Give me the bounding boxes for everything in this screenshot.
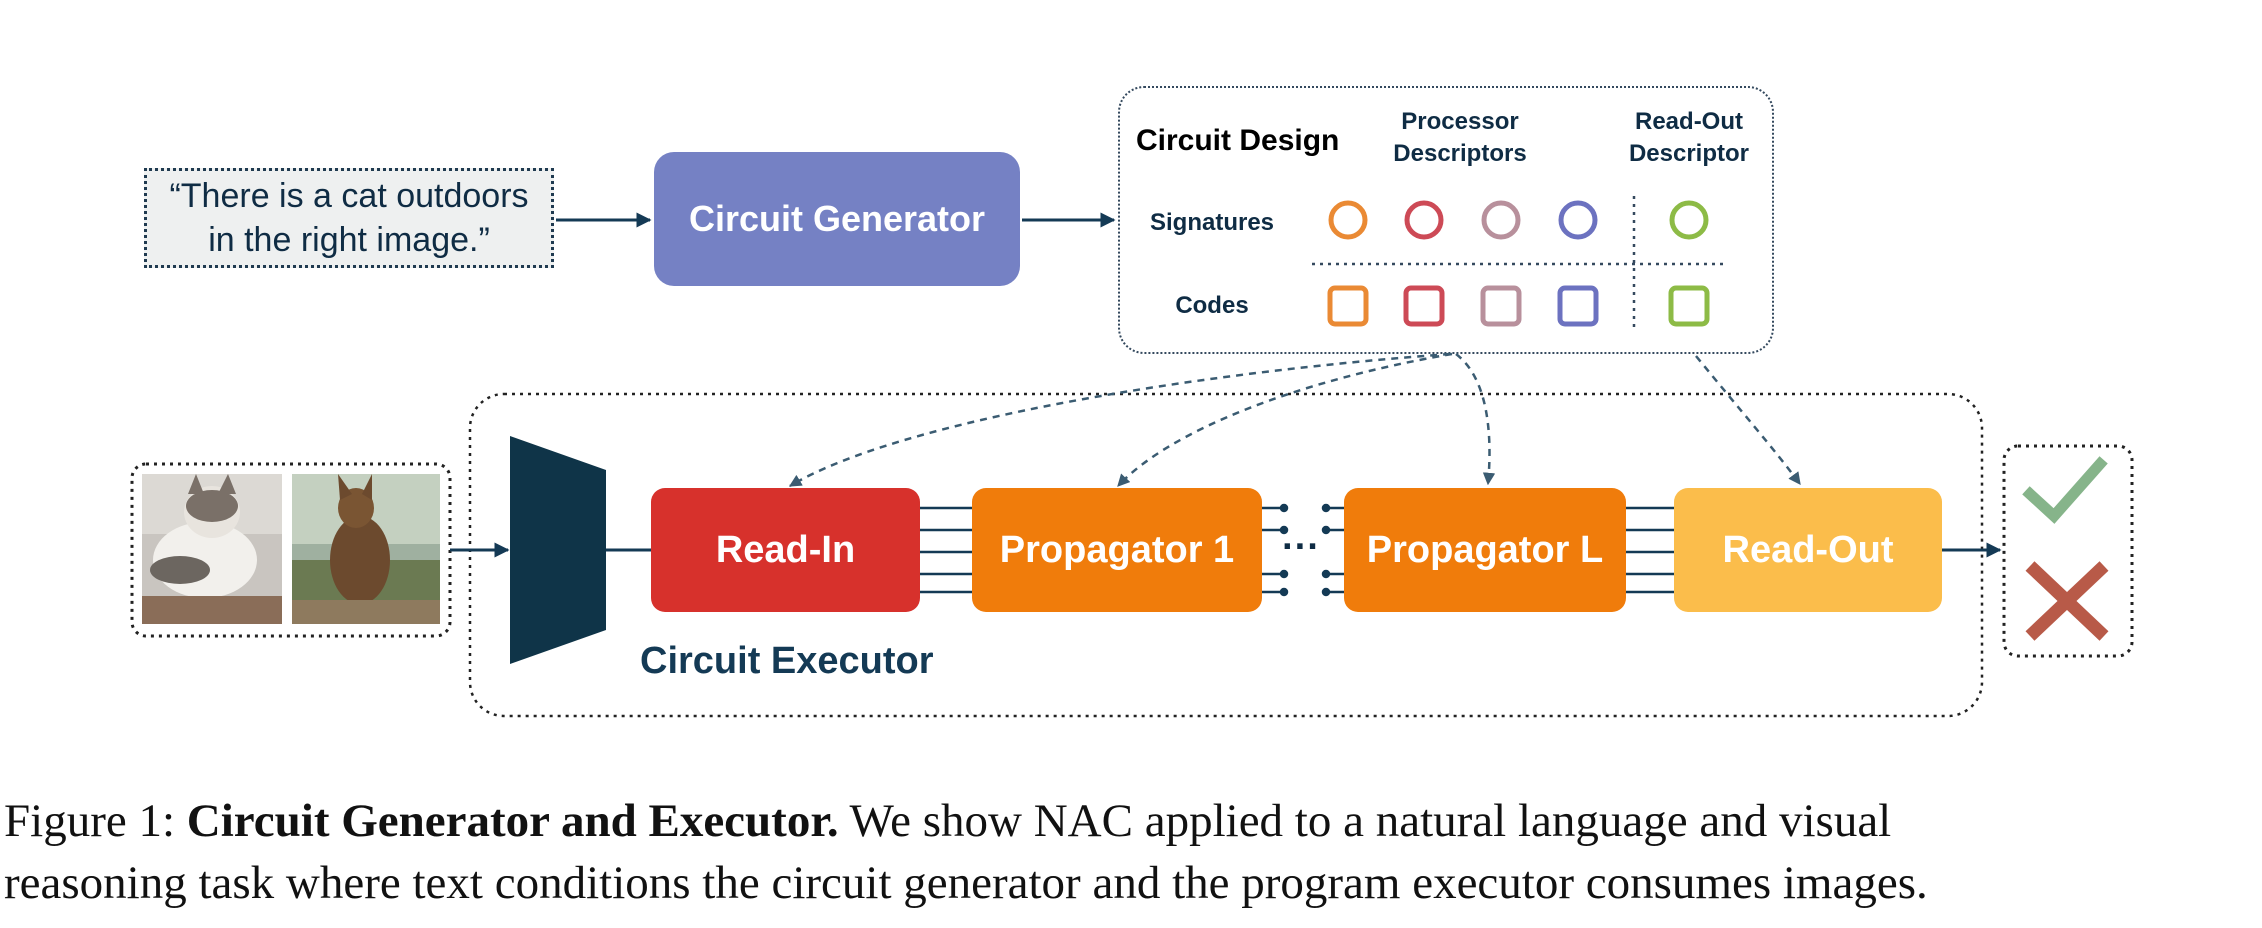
read-in-node: Read-In — [651, 488, 920, 612]
caption-bold: Circuit Generator and Executor. — [186, 795, 839, 847]
circuit-generator-node: Circuit Generator — [654, 152, 1020, 286]
circuit-design-title: Circuit Design — [1136, 124, 1340, 157]
caption-line-2: reasoning task where text conditions the… — [4, 857, 1928, 909]
cross-icon — [2025, 561, 2109, 641]
propagator-l-node: Propagator L — [1344, 488, 1626, 612]
input-text-line-1: “There is a cat outdoors — [169, 177, 529, 215]
input-images-box — [130, 462, 452, 638]
processor-descriptors-header: Processor Descriptors — [1380, 106, 1540, 170]
caption-rest-line-1: We show NAC applied to a natural languag… — [849, 795, 1892, 847]
read-out-label: Read-Out — [1722, 528, 1894, 571]
readout-descriptor-line-1: Read-Out — [1635, 108, 1743, 135]
propagator-1-label: Propagator 1 — [999, 528, 1235, 571]
propagator-l-label: Propagator L — [1366, 528, 1604, 571]
result-box — [2002, 444, 2134, 658]
dashed-arrow-to-propagator-l — [1455, 353, 1496, 486]
propagator-1-node: Propagator 1 — [972, 488, 1262, 612]
signatures-row-label: Signatures — [1149, 209, 1275, 236]
bus-propagator-l-to-read-out — [1626, 506, 1674, 594]
readout-descriptor-header: Read-Out Descriptor — [1614, 106, 1764, 170]
preprocess-label: Preprocess — [547, 470, 580, 634]
ellipsis: ··· — [1282, 526, 1320, 568]
processor-descriptors-line-2: Descriptors — [1393, 140, 1527, 167]
dashed-arrow-to-propagator-1 — [1117, 352, 1453, 487]
readout-descriptor-line-2: Descriptor — [1628, 140, 1750, 167]
cat-photo-left — [142, 474, 282, 624]
dashed-arrow-to-read-out — [1695, 355, 1802, 486]
circuit-executor-label: Circuit Executor — [640, 640, 934, 682]
caption-prefix: Figure 1: — [4, 795, 176, 847]
read-out-node: Read-Out — [1674, 488, 1942, 612]
figure-caption: Figure 1: Circuit Generator and Executor… — [4, 790, 2258, 914]
check-icon — [2022, 456, 2108, 524]
read-in-label: Read-In — [715, 528, 856, 571]
input-text-line-2: in the right image.” — [208, 221, 490, 259]
circuit-generator-label: Circuit Generator — [688, 198, 986, 239]
input-text-box: “There is a cat outdoors in the right im… — [144, 168, 554, 268]
bus-read-in-to-propagator-1 — [920, 506, 972, 594]
caption-line-1: Figure 1: Circuit Generator and Executor… — [4, 790, 2258, 852]
bus-propagator-l-in — [1321, 503, 1344, 597]
codes-row-label: Codes — [1175, 292, 1249, 319]
processor-descriptors-line-1: Processor — [1401, 108, 1519, 135]
cat-photo-right — [292, 474, 440, 624]
dashed-arrow-to-read-in — [788, 352, 1451, 488]
